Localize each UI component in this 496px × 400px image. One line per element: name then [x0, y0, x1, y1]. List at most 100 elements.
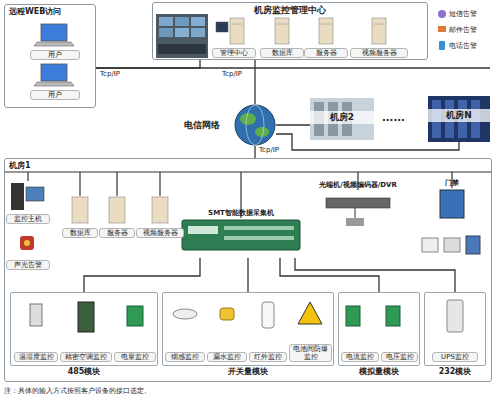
machine-room-node: 机房N: [428, 96, 490, 142]
device-node: 服务器: [99, 194, 135, 238]
node-label: 用户: [30, 90, 80, 100]
node-label: 电话告警: [449, 41, 477, 51]
node-label: 烟感监控: [165, 352, 205, 362]
device-node: SMT智能数据采集机: [176, 208, 306, 258]
device-node: 视频服务器: [136, 194, 184, 238]
node-label: 远程WEB访问: [9, 6, 61, 17]
device-node: 服务器: [304, 16, 348, 58]
device-node: 用户: [30, 62, 80, 100]
node-label: 声光告警: [6, 260, 50, 270]
node-label: 机房N: [428, 109, 490, 122]
node-label: 门禁: [416, 178, 488, 188]
node-label: 电压监控: [381, 352, 418, 362]
node-label: 服务器: [304, 48, 348, 58]
device-node: 电压监控: [381, 296, 418, 362]
node-label: 机房1: [9, 160, 31, 171]
node-label: 电池间防爆监控: [289, 344, 332, 362]
node-label: 精密空调监控: [60, 352, 112, 362]
group-box: 远程WEB访问用户用户: [4, 4, 96, 108]
device-node: 烟感监控: [165, 296, 205, 362]
module-label: 模拟量模块: [339, 366, 419, 377]
globe-land: [255, 127, 269, 137]
device-node: 电量监控: [114, 296, 156, 362]
device-node: 电池间防爆监控: [289, 296, 332, 362]
node-label: 漏水监控: [207, 352, 247, 362]
node-label: 红外监控: [249, 352, 287, 362]
globe-land: [240, 113, 256, 125]
server-icon: [216, 18, 386, 44]
network-link: [276, 134, 459, 150]
node-label: SMT智能数据采集机: [176, 208, 306, 218]
device-node: 门禁: [416, 178, 488, 268]
sensor-icon: [30, 300, 463, 332]
node-label: 温湿度监控: [14, 352, 58, 362]
group-box: 机房监控管理中心管理中心数据库服务器视频服务器: [152, 2, 428, 60]
machine-room-node: 机房2: [310, 98, 374, 140]
module-box: 模拟量模块电流监控电压监控: [338, 292, 420, 366]
network-link: [280, 258, 379, 292]
link-label: Tcp/IP: [100, 70, 120, 78]
mail-icon: [438, 26, 446, 32]
device-node: 声光告警: [6, 230, 50, 270]
device-node: 视频服务器: [350, 16, 408, 58]
device-node: 红外监控: [249, 296, 287, 362]
device-node: 精密空调监控: [60, 296, 112, 362]
node-label: 管理中心: [212, 48, 256, 58]
node-label: 电信网络: [184, 119, 220, 132]
network-link: [84, 258, 200, 292]
device-node: 温湿度监控: [14, 296, 58, 362]
module-box: 开关量模块烟感监控漏水监控红外监控电池间防爆监控: [162, 292, 334, 366]
server-icon: [72, 197, 168, 223]
node-label: 电量监控: [114, 352, 156, 362]
device-node: 监控主机: [6, 178, 50, 224]
access-control-icon: [422, 190, 480, 254]
host-icon: [11, 183, 44, 210]
device-node: 光端机/视频编码器/DVR: [306, 180, 410, 240]
machine-room-photo: [310, 96, 490, 142]
network-link: [254, 60, 255, 104]
phone-icon: [439, 41, 445, 50]
group-box: 机房1监控主机数据库服务器视频服务器声光告警SMT智能数据采集机光端机/视频编码…: [4, 158, 492, 382]
alert-node: 邮件告警: [436, 22, 494, 38]
network-cloud: 电信网络: [184, 104, 276, 146]
module-box: 232模块UPS监控: [424, 292, 486, 366]
module-box: 485模块温湿度监控精密空调监控电量监控: [10, 292, 158, 366]
collector-device: [182, 220, 300, 250]
alert-node: 电话告警: [436, 38, 494, 54]
node-label: UPS监控: [432, 352, 478, 362]
node-label: 电流监控: [341, 352, 379, 362]
device-node: 漏水监控: [207, 296, 247, 362]
node-label: 服务器: [99, 228, 135, 238]
device-node: 数据库: [260, 16, 304, 58]
sms-icon: [438, 10, 446, 18]
device-node: UPS监控: [432, 296, 478, 362]
network-link: [96, 60, 200, 68]
network-link: [247, 258, 248, 292]
node-label: 用户: [30, 50, 80, 60]
link-label: Tcp/IP: [222, 70, 242, 78]
node-label: 光端机/视频编码器/DVR: [306, 180, 410, 190]
link-label: Tcp/IP: [259, 146, 279, 154]
globe-outline: [235, 105, 275, 145]
globe-meridian: [246, 105, 264, 145]
ellipsis-label: ......: [382, 112, 405, 123]
network-link: [276, 124, 310, 125]
module-label: 开关量模块: [163, 366, 333, 377]
node-label: 视频服务器: [350, 48, 408, 58]
node-label: 数据库: [260, 48, 304, 58]
network-bus: [96, 67, 490, 69]
node-label: 视频服务器: [136, 228, 184, 238]
alert-node: 短信告警: [436, 6, 494, 22]
control-room-photo: [156, 14, 208, 58]
footnote: 注：具体的输入方式按照客户设备的接口选定。: [4, 386, 151, 396]
node-label: 监控主机: [6, 214, 50, 224]
device-node: 电流监控: [341, 296, 379, 362]
alarm-icon: [20, 236, 34, 250]
node-label: 邮件告警: [449, 25, 477, 35]
module-label: 485模块: [11, 366, 157, 377]
network-link: [254, 146, 255, 158]
device-node: 用户: [30, 22, 80, 60]
